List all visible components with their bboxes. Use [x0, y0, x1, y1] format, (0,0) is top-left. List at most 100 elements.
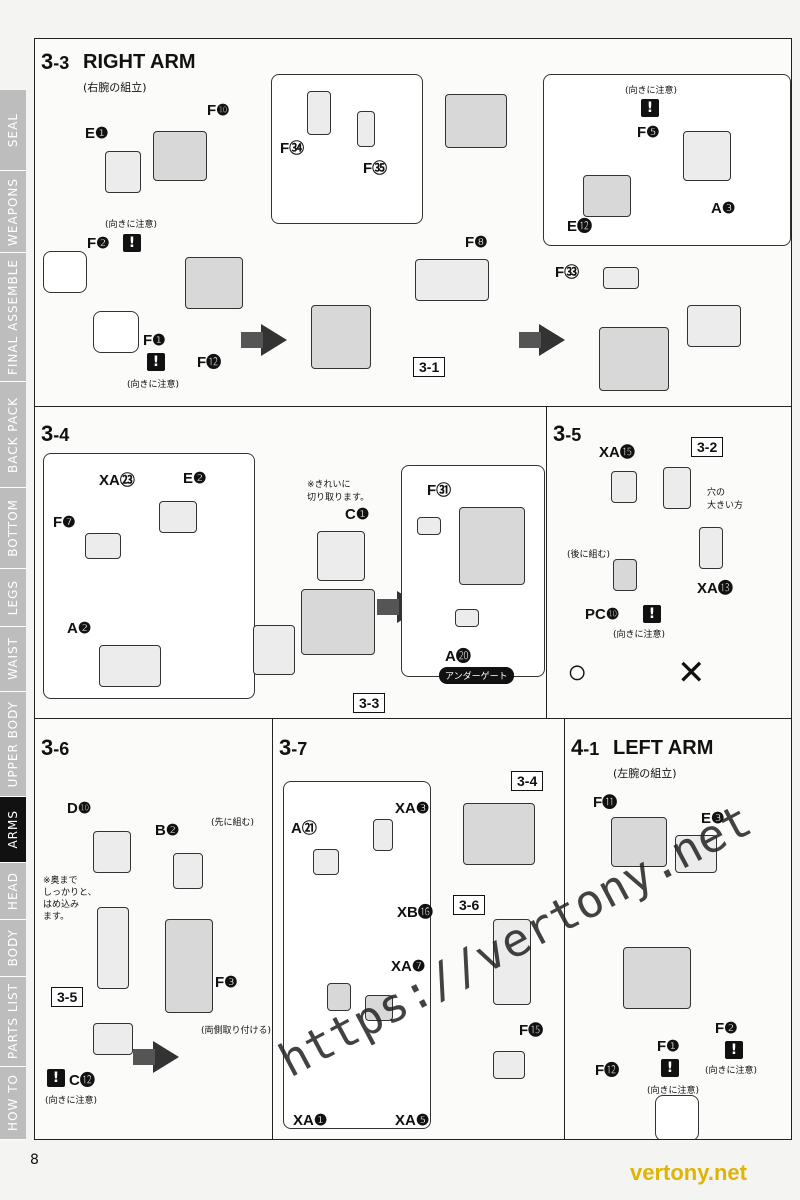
- label-xa1: XA❶: [293, 1112, 328, 1129]
- ref-step-3-6: 3-6: [453, 895, 486, 915]
- callout-f2-left: [655, 1095, 699, 1139]
- label-f3: F❸: [215, 974, 238, 991]
- part-a2: [99, 645, 161, 687]
- part-e3: [675, 835, 717, 873]
- tab-back-pack[interactable]: BACK PACK: [0, 382, 26, 488]
- page-number: 8: [30, 1152, 39, 1168]
- note-careful: (向きに注意): [647, 1086, 700, 1096]
- note-attach-both: (両側取り付ける): [201, 1026, 272, 1036]
- label-f33: F㉝: [555, 264, 580, 281]
- part-shoulder-block: [153, 131, 207, 181]
- warning-icon: !: [725, 1041, 743, 1059]
- instruction-page: 3-3 RIGHT ARM (右腕の組立) E❶ F❿ (向きに注意) F❷ !…: [34, 38, 792, 1140]
- part-e2: [159, 501, 197, 533]
- tag-undergate: アンダーゲート: [439, 667, 514, 684]
- warning-icon: !: [643, 605, 661, 623]
- label-xa3: XA❸: [395, 800, 430, 817]
- warning-icon: !: [661, 1059, 679, 1077]
- part-e12: [583, 175, 631, 217]
- tab-legs[interactable]: LEGS: [0, 569, 26, 627]
- tab-weapons[interactable]: WEAPONS: [0, 171, 26, 253]
- tab-how-to[interactable]: HOW TO: [0, 1066, 26, 1140]
- part-f7: [85, 533, 121, 559]
- note-clean-cut: ※きれいに 切り取ります。: [307, 480, 370, 503]
- tab-bottom[interactable]: BOTTOM: [0, 487, 26, 570]
- label-e12: E⓬: [567, 218, 593, 235]
- label-b2: B❷: [155, 822, 180, 839]
- tab-final-assemble[interactable]: FINAL ASSEMBLE: [0, 252, 26, 383]
- tab-arms[interactable]: ARMS: [0, 797, 26, 863]
- note-careful: (向きに注意): [45, 1096, 98, 1106]
- label-a2: A❷: [67, 620, 92, 637]
- note-larger-hole: 穴の 大きい方: [707, 488, 744, 511]
- label-f2: F❷: [87, 235, 110, 252]
- part-hand-alt: [365, 995, 393, 1021]
- step-3-6-panel: 3-6 D❿ ※奥まで しっかりと、 はめ込み ます。 3-5 ! C⓬ (向き…: [35, 719, 273, 1139]
- step-title: RIGHT ARM: [83, 51, 196, 73]
- step-number: 3-6: [41, 735, 70, 760]
- label-a21: A㉑: [291, 820, 317, 837]
- label-e1: E❶: [85, 125, 109, 142]
- step-title: LEFT ARM: [613, 737, 714, 759]
- warning-icon: !: [123, 234, 141, 252]
- part-f35: [357, 111, 375, 147]
- ref-step-3-4: 3-4: [511, 771, 544, 791]
- warning-icon: !: [47, 1069, 65, 1087]
- label-pc10: PC❿: [585, 606, 620, 623]
- note-careful: (向きに注意): [705, 1066, 758, 1076]
- part-a20: [455, 609, 479, 627]
- tab-parts-list[interactable]: PARTS LIST: [0, 977, 26, 1067]
- tab-waist[interactable]: WAIST: [0, 626, 26, 692]
- label-f11: F⓫: [593, 794, 618, 811]
- label-f1: F❶: [657, 1038, 680, 1055]
- part-hand: [327, 983, 351, 1011]
- step-3-7-panel: 3-7 A㉑ XA❸ XB⓰ XA❼ XA❶ XA❺ 3-4 3-6 F⓯: [273, 719, 565, 1139]
- label-c1: C❶: [345, 506, 370, 523]
- step-number: 3-3: [41, 49, 70, 74]
- part-shoulder-left: [611, 817, 667, 867]
- next-arrow-icon: [241, 324, 287, 356]
- ref-step-3-5: 3-5: [51, 987, 84, 1007]
- next-arrow-icon: [133, 1041, 179, 1073]
- section-tabs: SEAL WEAPONS FINAL ASSEMBLE BACK PACK BO…: [0, 90, 26, 1140]
- tab-head[interactable]: HEAD: [0, 862, 26, 920]
- part-arm-joint: [663, 467, 691, 509]
- label-xb16: XB⓰: [397, 904, 433, 921]
- note-push-fully: ※奥まで しっかりと、 はめ込み ます。: [43, 876, 97, 922]
- ref-step-3-3: 3-3: [353, 693, 386, 713]
- part-d10: [93, 831, 131, 873]
- label-e2: E❷: [183, 470, 207, 487]
- note-careful: (向きに注意): [127, 380, 180, 390]
- watermark-corner: vertony.net: [630, 1160, 747, 1185]
- label-f7: F❼: [53, 514, 76, 531]
- part-forearm-grey: [165, 919, 213, 1013]
- part-forearm-final: [493, 919, 531, 1005]
- part-shoulder-top: [445, 94, 507, 148]
- label-f1: F❶: [143, 332, 166, 349]
- part-c12: [93, 1023, 133, 1055]
- part-arm-assembled: [599, 327, 669, 391]
- label-d10: D❿: [67, 800, 92, 817]
- part-f31: [417, 517, 441, 535]
- label-f15: F⓯: [519, 1022, 544, 1039]
- step-number: 4-1: [571, 735, 600, 760]
- tab-seal[interactable]: SEAL: [0, 90, 26, 172]
- tab-upper-body[interactable]: UPPER BODY: [0, 691, 26, 798]
- label-a20: A⓴: [445, 648, 471, 665]
- part-f34: [307, 91, 331, 135]
- note-assemble-later: (後に組む): [567, 550, 611, 560]
- warning-icon: !: [147, 353, 165, 371]
- part-xa13: [699, 527, 723, 569]
- part-b2: [173, 853, 203, 889]
- part-arm-left: [623, 947, 691, 1009]
- callout-f1-detail: [93, 311, 139, 353]
- part-arm-assembly: [301, 589, 375, 655]
- label-f35: F㉟: [363, 160, 388, 177]
- callout-f2-detail: [43, 251, 87, 293]
- label-f10: F❿: [207, 102, 230, 119]
- part-missile-pod: [311, 305, 371, 369]
- part-e1: [105, 151, 141, 193]
- part-f33: [603, 267, 639, 289]
- tab-body[interactable]: BODY: [0, 919, 26, 978]
- label-xa7: XA❼: [391, 958, 426, 975]
